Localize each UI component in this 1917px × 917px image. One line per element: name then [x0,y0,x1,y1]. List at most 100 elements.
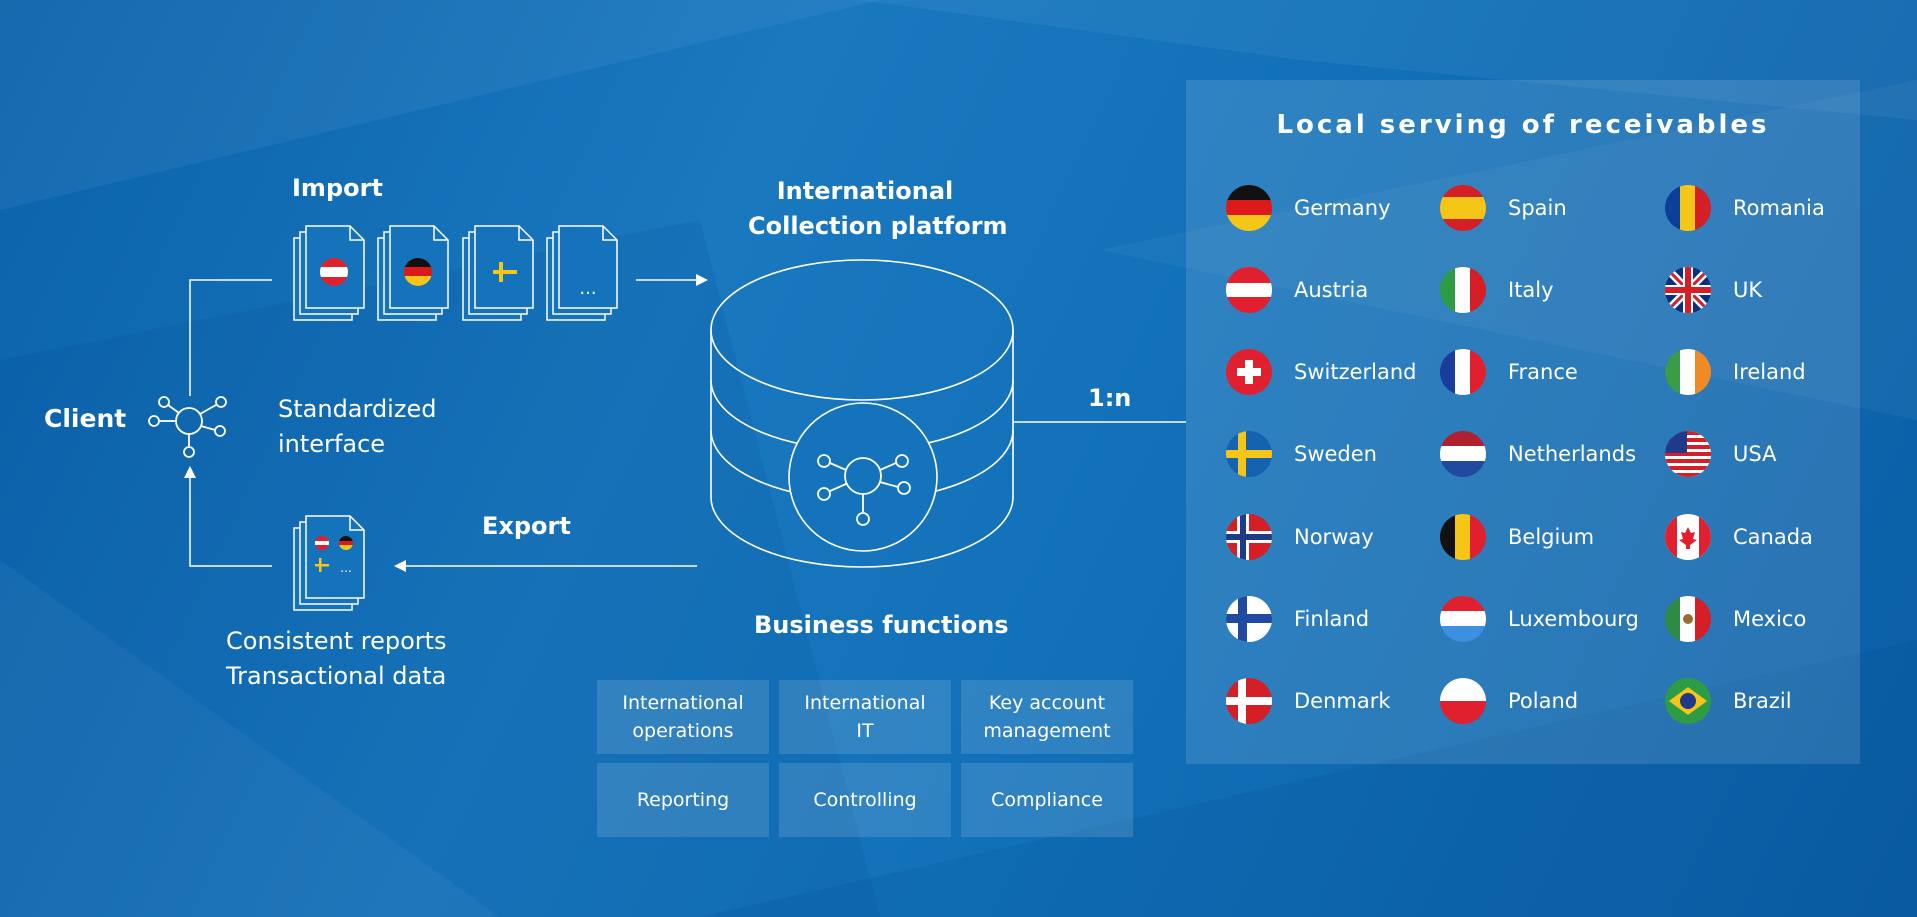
country-item: Switzerland [1226,348,1417,396]
panel-title: Local serving of receivables [1276,110,1770,140]
country-item: Poland [1440,677,1578,725]
reports-label-line-1: Consistent reports [226,627,447,655]
network-hub-icon [148,396,227,458]
sweden-flag-icon [493,262,517,282]
finland-flag-icon [1226,596,1272,642]
norway-flag-icon [1226,514,1272,560]
germany-flag-icon [404,258,432,286]
interface-label-line-2: interface [278,430,386,458]
country-item: Germany [1226,184,1391,232]
country-item: UK [1665,266,1762,314]
country-item: Denmark [1226,677,1391,725]
country-name: USA [1733,442,1777,466]
country-name: Norway [1294,525,1374,549]
client-import-connector [189,279,272,396]
netherlands-flag-icon [1440,431,1486,477]
country-item: Brazil [1665,677,1792,725]
platform-hub-icon [817,454,911,526]
brazil-flag-icon [1665,678,1711,724]
country-item: France [1440,348,1578,396]
country-name: France [1508,360,1578,384]
import-label: Import [292,174,383,202]
business-function-tile: Compliance [961,763,1133,837]
platform-title-line-1: International [776,177,954,205]
country-item: Italy [1440,266,1554,314]
belgium-flag-icon [1440,514,1486,560]
country-name: UK [1733,278,1763,302]
poland-flag-icon [1440,678,1486,724]
platform-title: International Collection platform [748,174,1008,244]
france-flag-icon [1440,349,1486,395]
luxembourg-flag-icon [1440,596,1486,642]
country-item: Romania [1665,184,1825,232]
country-item: Mexico [1665,595,1806,643]
country-name: Luxembourg [1508,607,1639,631]
romania-flag-icon [1665,185,1711,231]
country-name: Poland [1508,689,1579,713]
business-function-tile: International IT [779,680,951,754]
ratio-label: 1:n [1088,384,1132,412]
sweden-flag-icon [1226,431,1272,477]
reports-label: Consistent reports Transactional data [226,624,447,694]
country-item: Sweden [1226,430,1377,478]
business-function-tile: Key account management [961,680,1133,754]
usa-flag-icon [1665,431,1711,477]
denmark-flag-icon [1226,678,1272,724]
country-item: USA [1665,430,1776,478]
country-item: Austria [1226,266,1368,314]
platform-title-line-2: Collection platform [748,212,1008,240]
country-name: Brazil [1733,689,1792,713]
document-stack-more [546,225,618,321]
country-name: Ireland [1733,360,1806,384]
country-item: Belgium [1440,513,1594,561]
germany-flag-icon [1226,185,1272,231]
arrow-heads [184,274,708,572]
country-panel: Local serving of receivables Germany Spa… [1186,80,1860,764]
country-name: Belgium [1508,525,1595,549]
arrow-up-icon [184,466,196,478]
export-label: Export [482,512,571,540]
country-item: Canada [1665,513,1813,561]
country-name: Netherlands [1508,442,1637,466]
country-item: Luxembourg [1440,595,1639,643]
reports-label-line-2: Transactional data [226,662,447,690]
canada-flag-icon [1665,514,1711,560]
country-item: Spain [1440,184,1567,232]
business-functions-title: Business functions [754,611,1009,639]
austria-flag-icon [320,258,348,286]
business-function-tile: Controlling [779,763,951,837]
interface-label: Standardized interface [278,392,436,462]
country-item: Ireland [1665,348,1806,396]
switzerland-flag-icon [1226,349,1272,395]
italy-flag-icon [1440,267,1486,313]
country-name: Switzerland [1294,360,1417,384]
country-name: Italy [1508,278,1554,302]
country-name: Finland [1294,607,1370,631]
client-label: Client [44,404,127,433]
business-function-tile: International operations [597,680,769,754]
country-name: Denmark [1294,689,1391,713]
document-more-text: ... [579,278,596,299]
country-item: Norway [1226,513,1374,561]
document-stack-sweden [462,225,534,321]
export-document-more-text: ... [340,561,351,575]
database-icon [710,259,1014,568]
ireland-flag-icon [1665,349,1711,395]
country-name: Germany [1294,196,1391,220]
uk-flag-icon [1665,267,1711,313]
interface-label-line-1: Standardized [278,395,437,423]
arrow-left-icon [394,560,406,572]
country-name: Canada [1733,525,1813,549]
mexico-flag-icon [1665,596,1711,642]
spain-flag-icon [1440,185,1486,231]
country-name: Sweden [1294,442,1377,466]
business-function-tile: Reporting [597,763,769,837]
country-name: Mexico [1733,607,1807,631]
export-flags-icon [315,536,353,572]
austria-flag-icon [1226,267,1272,313]
country-name: Romania [1733,196,1825,220]
country-name: Spain [1508,196,1567,220]
export-client-connector [189,478,272,567]
